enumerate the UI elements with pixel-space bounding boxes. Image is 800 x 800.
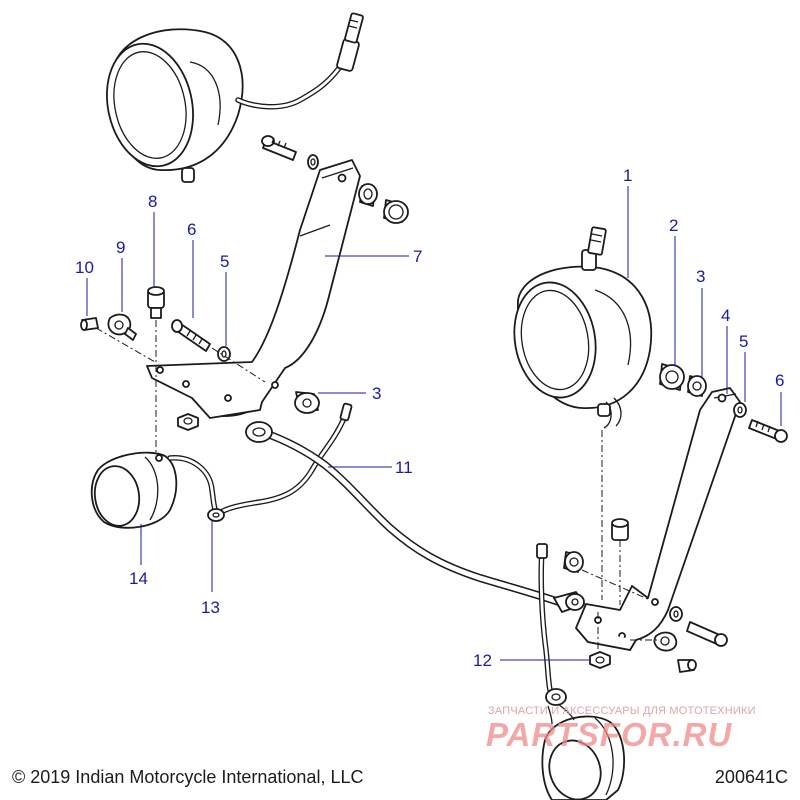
callout-5-left: 5 (220, 252, 229, 271)
spacers-left (358, 183, 409, 224)
callout-9: 9 (116, 238, 125, 257)
right-mount-bracket (575, 387, 741, 651)
turn-signal-right (541, 688, 625, 800)
leader-lines (86, 186, 782, 661)
callout-1: 1 (623, 166, 632, 185)
watermark-logo: PARTSFOR.RU (486, 716, 733, 753)
callout-5-right: 5 (739, 332, 748, 351)
hardware-right-bottom (563, 518, 728, 673)
callout-11: 11 (395, 458, 413, 477)
headlamp-right (513, 226, 652, 429)
callout-12: 12 (473, 651, 492, 670)
callout-4: 4 (721, 306, 730, 325)
callout-8: 8 (148, 192, 157, 211)
turn-signal-left (90, 402, 353, 529)
left-mount-bracket (146, 159, 361, 419)
callout-3-left: 3 (372, 384, 381, 403)
hardware-left (80, 286, 231, 362)
watermark-tagline: ЗАПЧАСТИ И АКСЕССУАРЫ ДЛЯ МОТОТЕХНИКИ (488, 705, 756, 717)
nut-left (177, 413, 199, 431)
copyright-notice: © 2019 Indian Motorcycle International, … (12, 767, 364, 787)
callout-3-right: 3 (696, 267, 705, 286)
hardware-right-top (733, 402, 788, 443)
spacer-left-3 (294, 391, 320, 414)
headlamp-left (106, 12, 364, 183)
callout-10: 10 (75, 258, 94, 277)
callout-7: 7 (413, 247, 422, 266)
drawing-number: 200641C (714, 767, 788, 787)
callout-6-left: 6 (187, 220, 196, 239)
callout-labels: 1 2 3 3 4 5 5 6 6 7 8 9 10 11 12 13 14 (75, 166, 784, 670)
spacers-right (659, 363, 707, 397)
callout-2: 2 (669, 216, 678, 235)
callout-14: 14 (129, 569, 148, 588)
callout-6-right: 6 (775, 371, 784, 390)
bolt-left-top (261, 135, 319, 170)
wire-harness (245, 421, 585, 693)
callout-13: 13 (201, 598, 220, 617)
